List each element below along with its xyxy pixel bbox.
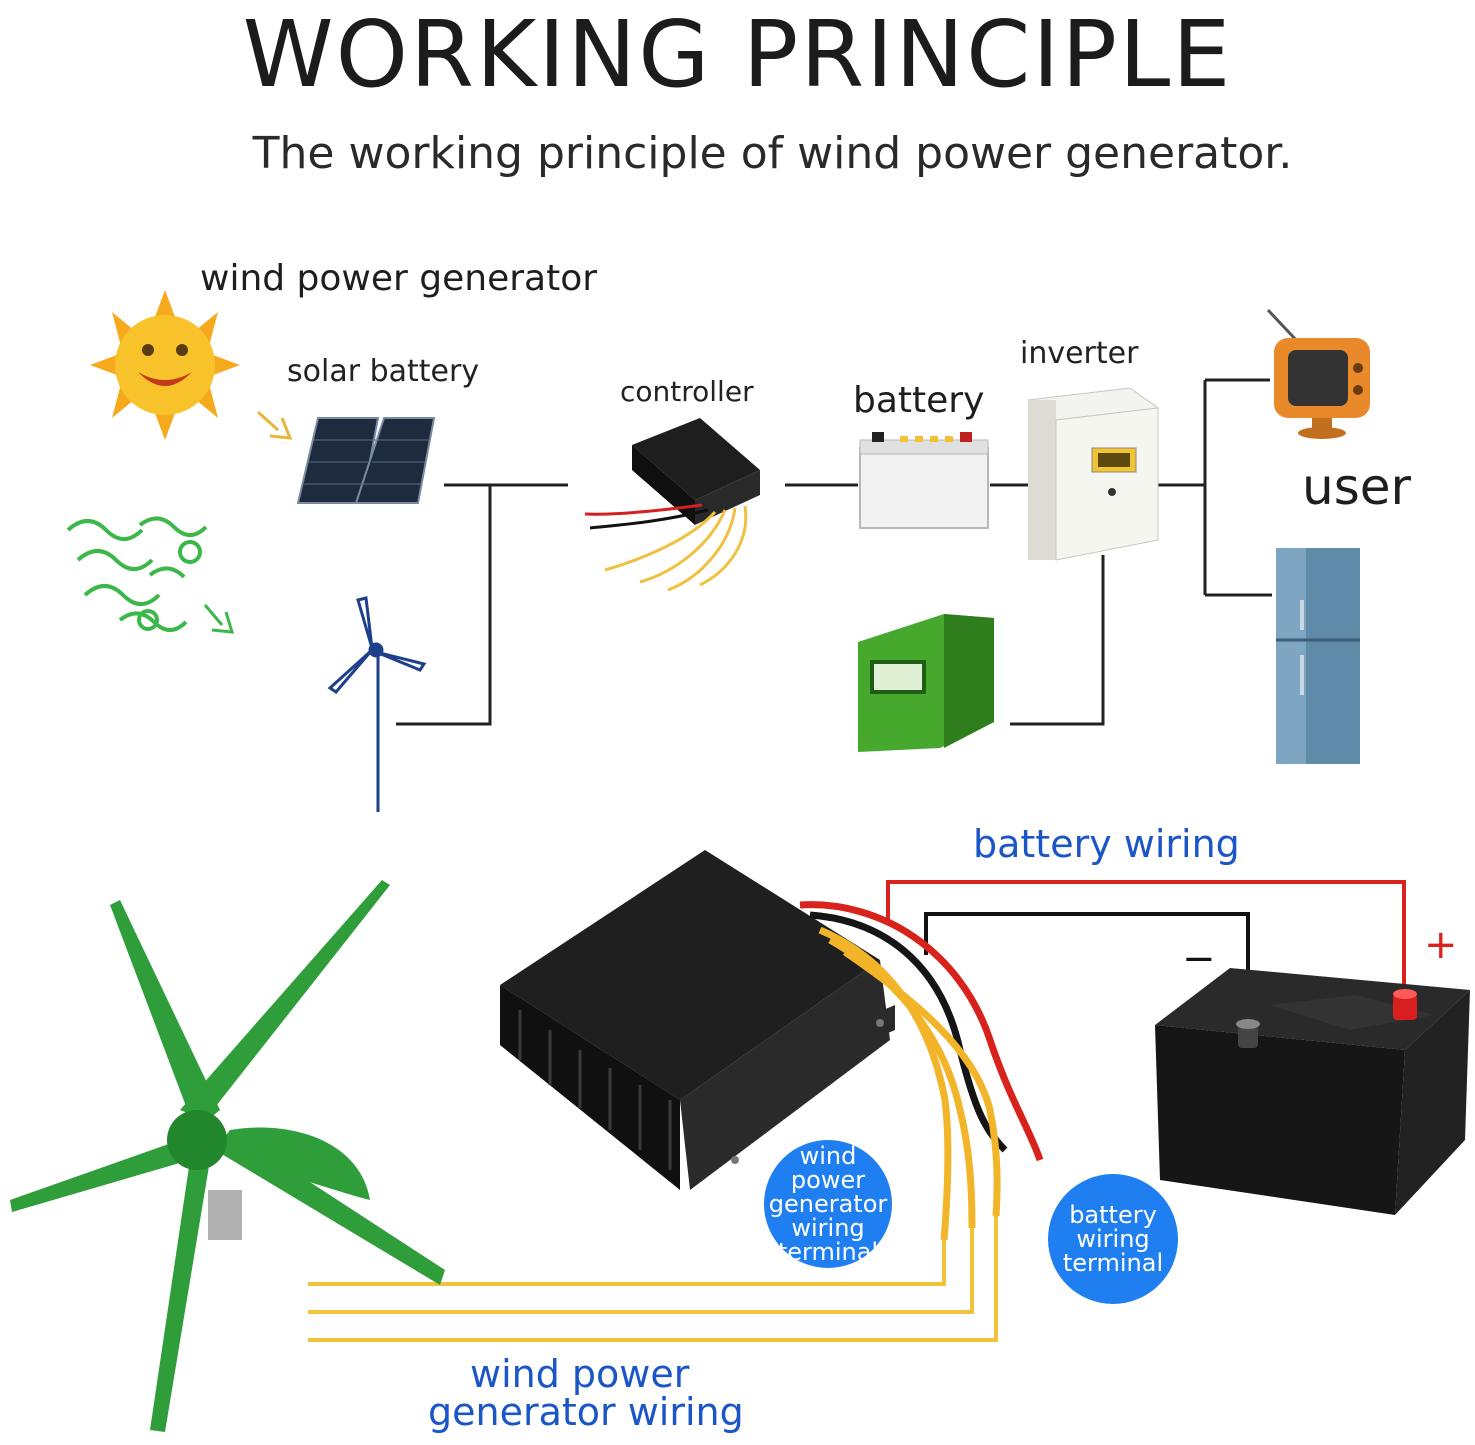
positive-sign: +	[1424, 922, 1458, 968]
wind-power-generator-heading: wind power generator	[200, 258, 598, 299]
wind-swirl-icon	[66, 516, 208, 632]
badge-line: generator	[768, 1190, 888, 1218]
battery-wiring-label: battery wiring	[973, 822, 1240, 866]
car-battery-icon	[1155, 968, 1470, 1215]
solar-panel-icon	[296, 417, 436, 504]
controller-cables	[799, 901, 1044, 1241]
page-title: WORKING PRINCIPLE	[242, 1, 1233, 108]
badge-line: battery	[1069, 1201, 1157, 1229]
inverter-icon	[1026, 387, 1160, 561]
refrigerator-icon	[1276, 548, 1360, 764]
page-subtitle: The working principle of wind power gene…	[252, 128, 1293, 179]
battery-terminal-badge: battery wiring terminal	[1048, 1174, 1178, 1304]
badge-line: wind	[799, 1142, 857, 1170]
wind-wiring-label-line1: wind power	[470, 1352, 690, 1396]
wind-generator-wiring-lines	[308, 1216, 998, 1342]
sun-icon	[90, 290, 240, 440]
inverter-label: inverter	[1020, 336, 1139, 371]
solar-battery-label: solar battery	[287, 354, 480, 389]
battery-label: battery	[853, 380, 985, 421]
badge-line: power	[790, 1166, 866, 1194]
large-green-turbine-icon	[10, 880, 445, 1432]
green-generator-icon	[858, 614, 994, 752]
tv-icon	[1266, 308, 1370, 439]
badge-line: terminal	[777, 1238, 879, 1266]
controller-icon	[500, 850, 895, 1190]
sun-arrow-icon	[256, 410, 293, 440]
wind-wiring-label-line2: generator wiring	[428, 1390, 744, 1434]
wind-terminal-badge: wind power generator wiring terminal	[764, 1140, 892, 1268]
controller-label: controller	[620, 375, 754, 408]
wind-arrow-icon	[203, 604, 235, 634]
negative-sign: −	[1182, 936, 1216, 982]
badge-line: terminal	[1062, 1249, 1164, 1277]
small-controller-icon	[584, 418, 760, 592]
battery-positive-line	[886, 880, 1406, 992]
badge-line: wiring	[791, 1214, 865, 1242]
badge-line: wiring	[1076, 1225, 1150, 1253]
small-battery-icon	[859, 432, 989, 529]
system-connection-lines	[396, 378, 1272, 726]
small-wind-turbine-icon	[327, 596, 427, 812]
battery-negative-line	[924, 912, 1250, 1024]
user-label: user	[1302, 458, 1412, 516]
